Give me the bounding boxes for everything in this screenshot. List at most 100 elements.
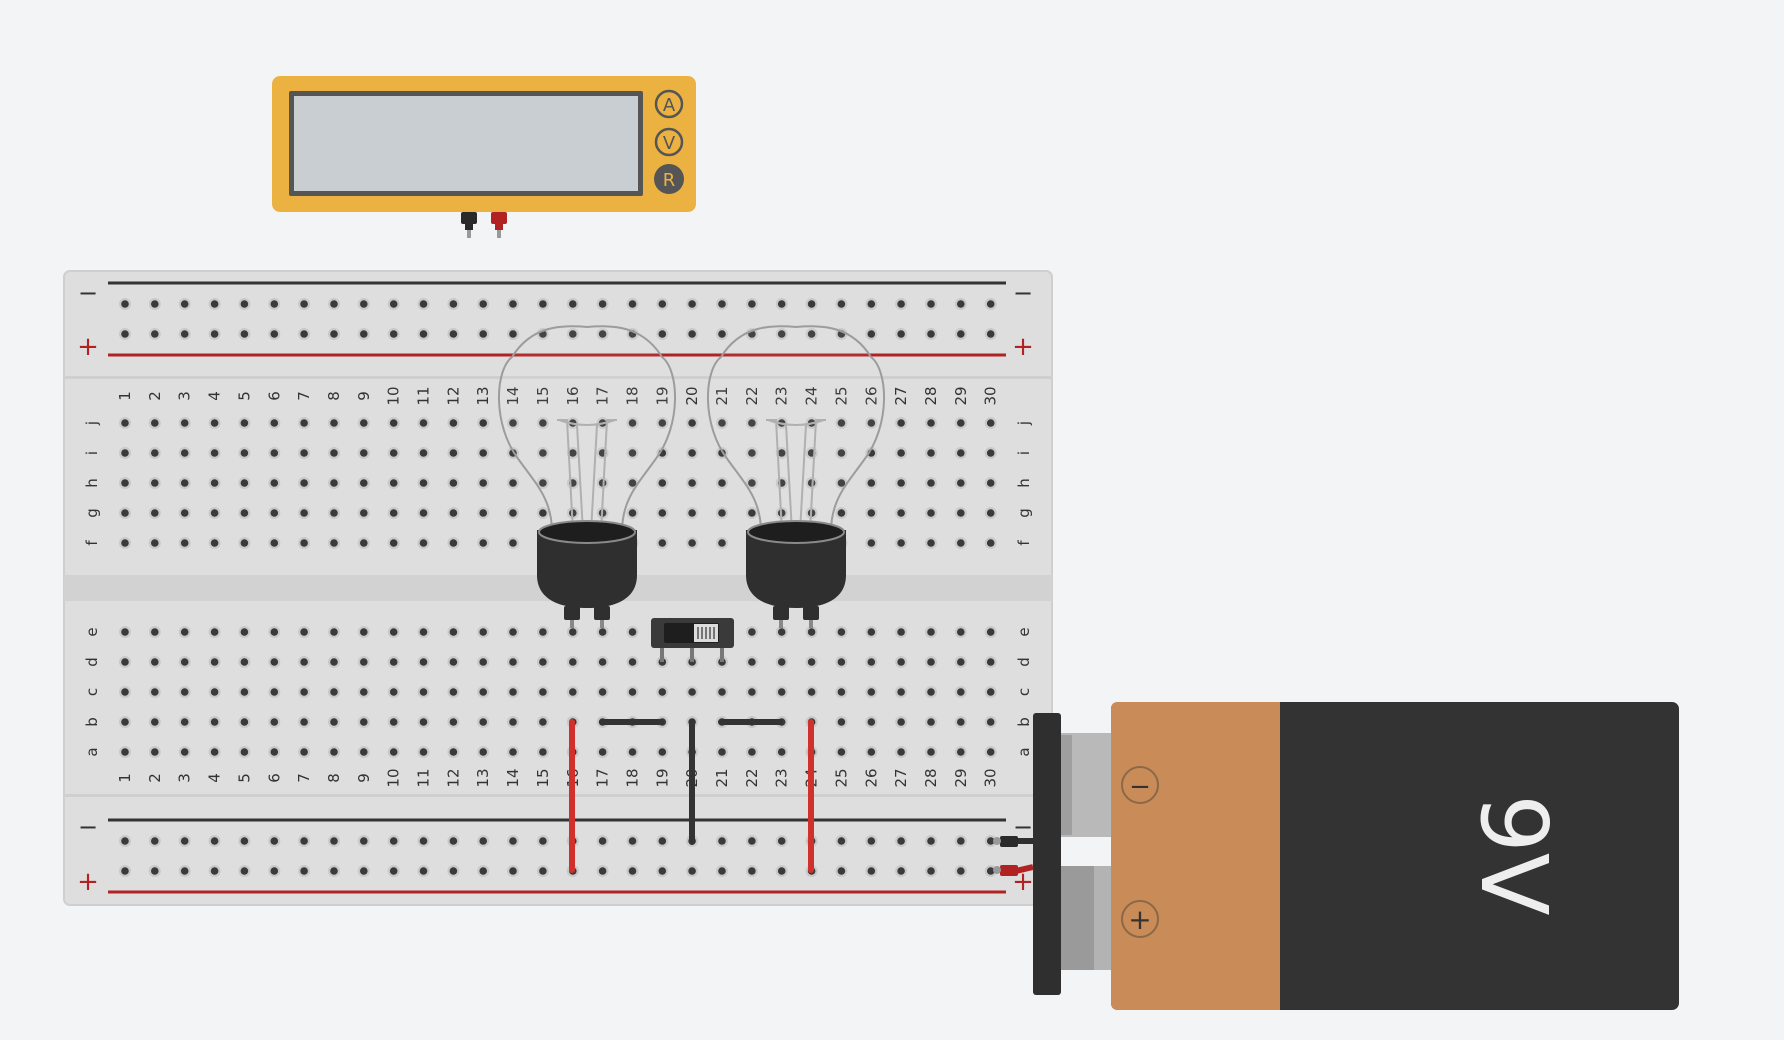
terminal-hole-d10[interactable] bbox=[389, 658, 398, 666]
terminal-hole-h27[interactable] bbox=[897, 479, 905, 487]
rail-hole[interactable] bbox=[389, 867, 398, 875]
terminal-hole-j26[interactable] bbox=[867, 419, 876, 427]
rail-hole[interactable] bbox=[270, 867, 279, 875]
terminal-hole-f11[interactable] bbox=[419, 539, 428, 547]
terminal-hole-a11[interactable] bbox=[419, 748, 428, 756]
terminal-hole-c9[interactable] bbox=[360, 688, 368, 696]
terminal-hole-e15[interactable] bbox=[539, 628, 547, 636]
terminal-hole-h13[interactable] bbox=[479, 479, 488, 487]
terminal-hole-b4[interactable] bbox=[210, 718, 219, 726]
terminal-hole-b8[interactable] bbox=[330, 718, 338, 726]
terminal-hole-e4[interactable] bbox=[210, 628, 219, 636]
terminal-hole-e11[interactable] bbox=[419, 628, 428, 636]
rail-hole[interactable] bbox=[539, 837, 547, 845]
rail-hole[interactable] bbox=[897, 867, 905, 875]
terminal-hole-a1[interactable] bbox=[121, 748, 129, 756]
rail-hole[interactable] bbox=[986, 867, 995, 875]
rail-hole[interactable] bbox=[598, 837, 607, 845]
rail-hole[interactable] bbox=[121, 300, 129, 308]
terminal-hole-g18[interactable] bbox=[628, 509, 637, 517]
terminal-hole-g22[interactable] bbox=[748, 509, 756, 517]
terminal-hole-g20[interactable] bbox=[688, 509, 696, 517]
terminal-hole-b14[interactable] bbox=[509, 718, 517, 726]
terminal-hole-d26[interactable] bbox=[867, 658, 876, 666]
terminal-hole-b29[interactable] bbox=[957, 718, 965, 726]
terminal-hole-c1[interactable] bbox=[121, 688, 129, 696]
wires[interactable] bbox=[569, 719, 814, 873]
rail-hole[interactable] bbox=[240, 867, 249, 875]
terminal-hole-i27[interactable] bbox=[897, 449, 905, 457]
terminal-hole-f20[interactable] bbox=[688, 539, 696, 547]
terminal-hole-j4[interactable] bbox=[210, 419, 219, 427]
rail-hole[interactable] bbox=[748, 837, 756, 845]
terminal-hole-d27[interactable] bbox=[897, 658, 905, 666]
rail-hole[interactable] bbox=[419, 837, 428, 845]
terminal-hole-h15[interactable] bbox=[539, 479, 547, 487]
rail-hole[interactable] bbox=[957, 330, 965, 338]
terminal-hole-j3[interactable] bbox=[180, 419, 189, 427]
rail-hole[interactable] bbox=[419, 330, 428, 338]
terminal-hole-c18[interactable] bbox=[628, 688, 637, 696]
rail-hole[interactable] bbox=[688, 330, 696, 338]
terminal-hole-c23[interactable] bbox=[777, 688, 786, 696]
terminal-hole-g8[interactable] bbox=[330, 509, 338, 517]
terminal-hole-b28[interactable] bbox=[927, 718, 935, 726]
terminal-hole-i2[interactable] bbox=[151, 449, 159, 457]
terminal-hole-c25[interactable] bbox=[837, 688, 846, 696]
terminal-hole-a25[interactable] bbox=[837, 748, 846, 756]
terminal-hole-j12[interactable] bbox=[449, 419, 458, 427]
terminal-hole-b3[interactable] bbox=[180, 718, 189, 726]
terminal-hole-d6[interactable] bbox=[270, 658, 279, 666]
rail-hole[interactable] bbox=[151, 867, 159, 875]
terminal-hole-e13[interactable] bbox=[479, 628, 488, 636]
rail-hole[interactable] bbox=[837, 837, 846, 845]
terminal-hole-a27[interactable] bbox=[897, 748, 905, 756]
terminal-hole-c11[interactable] bbox=[419, 688, 428, 696]
terminal-hole-e9[interactable] bbox=[360, 628, 368, 636]
terminal-hole-f7[interactable] bbox=[300, 539, 308, 547]
terminal-hole-g9[interactable] bbox=[360, 509, 368, 517]
terminal-hole-i6[interactable] bbox=[270, 449, 279, 457]
rail-hole[interactable] bbox=[598, 867, 607, 875]
terminal-hole-h1[interactable] bbox=[121, 479, 129, 487]
terminal-hole-a10[interactable] bbox=[389, 748, 398, 756]
rail-hole[interactable] bbox=[658, 837, 667, 845]
terminal-hole-h26[interactable] bbox=[867, 479, 876, 487]
terminal-hole-g29[interactable] bbox=[957, 509, 965, 517]
terminal-hole-i13[interactable] bbox=[479, 449, 488, 457]
rail-hole[interactable] bbox=[957, 867, 965, 875]
terminal-hole-c27[interactable] bbox=[897, 688, 905, 696]
battery-lead-black[interactable] bbox=[993, 836, 1033, 847]
terminal-hole-b9[interactable] bbox=[360, 718, 368, 726]
terminal-hole-j2[interactable] bbox=[151, 419, 159, 427]
terminal-hole-j7[interactable] bbox=[300, 419, 308, 427]
terminal-hole-j9[interactable] bbox=[360, 419, 368, 427]
terminal-hole-i4[interactable] bbox=[210, 449, 219, 457]
terminal-hole-d25[interactable] bbox=[837, 658, 846, 666]
rail-hole[interactable] bbox=[628, 867, 637, 875]
rail-hole[interactable] bbox=[389, 330, 398, 338]
terminal-hole-b15[interactable] bbox=[539, 718, 547, 726]
rail-hole[interactable] bbox=[449, 867, 458, 875]
terminal-hole-c17[interactable] bbox=[598, 688, 607, 696]
rail-hole[interactable] bbox=[927, 330, 935, 338]
terminal-hole-i29[interactable] bbox=[957, 449, 965, 457]
terminal-hole-c12[interactable] bbox=[449, 688, 458, 696]
terminal-hole-e29[interactable] bbox=[957, 628, 965, 636]
terminal-hole-d5[interactable] bbox=[240, 658, 249, 666]
terminal-hole-f9[interactable] bbox=[360, 539, 368, 547]
terminal-hole-e23[interactable] bbox=[777, 628, 786, 636]
rail-hole[interactable] bbox=[628, 837, 637, 845]
terminal-hole-i23[interactable] bbox=[777, 449, 786, 457]
terminal-hole-i18[interactable] bbox=[628, 449, 637, 457]
terminal-hole-c15[interactable] bbox=[539, 688, 547, 696]
terminal-hole-a26[interactable] bbox=[867, 748, 876, 756]
terminal-hole-f29[interactable] bbox=[957, 539, 965, 547]
rail-hole[interactable] bbox=[360, 837, 368, 845]
rail-hole[interactable] bbox=[927, 300, 935, 308]
rail-hole[interactable] bbox=[509, 867, 517, 875]
terminal-hole-b26[interactable] bbox=[867, 718, 876, 726]
terminal-hole-e3[interactable] bbox=[180, 628, 189, 636]
terminal-hole-e2[interactable] bbox=[151, 628, 159, 636]
rail-hole[interactable] bbox=[986, 300, 995, 308]
